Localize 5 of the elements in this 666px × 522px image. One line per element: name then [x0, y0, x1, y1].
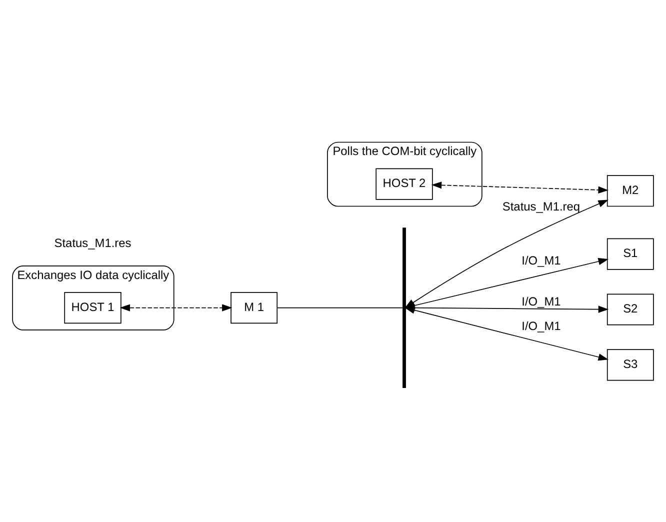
edge-label: I/O_M1	[522, 318, 561, 333]
edge-label: I/O_M1	[522, 294, 561, 308]
edge-label: I/O_M1	[522, 252, 561, 267]
edge-label: Status_M1.req	[502, 199, 580, 214]
label: Status_M1.res	[54, 235, 132, 250]
